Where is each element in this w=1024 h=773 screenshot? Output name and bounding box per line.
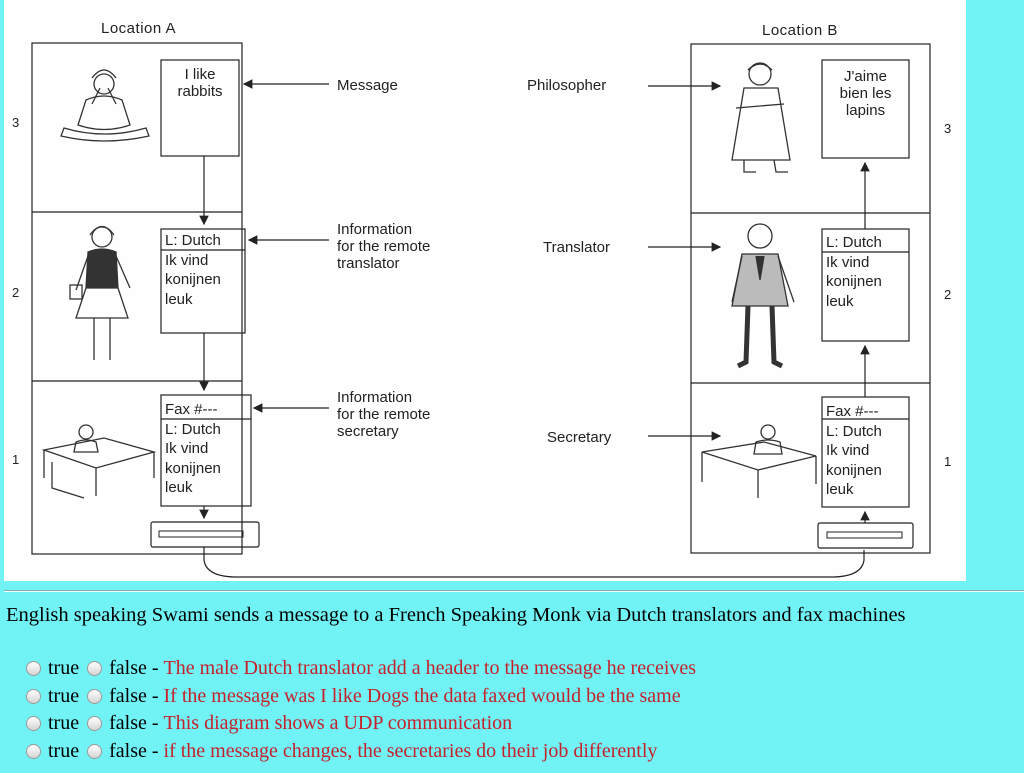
- right-layer-1: 1: [944, 454, 952, 469]
- left-secretary-box: Fax #--- L: Dutch Ik vind konijnen leuk: [165, 400, 221, 498]
- message-label: Message: [337, 77, 398, 94]
- right-translator-line: konijnen: [826, 273, 882, 290]
- left-translator-box: L: Dutch Ik vind konijnen leuk: [165, 231, 221, 309]
- woman-figure: [69, 225, 131, 360]
- statement-text: If the message was I like Dogs the data …: [163, 684, 681, 707]
- info-secretary-label: Information for the remote secretary: [337, 389, 431, 440]
- man-figure: [731, 223, 795, 369]
- false-label: false -: [109, 739, 159, 762]
- true-radio[interactable]: [26, 716, 41, 732]
- philosopher-label: Philosopher: [527, 77, 607, 94]
- true-label: true: [48, 684, 80, 707]
- true-false-options: true false - The male Dutch translator a…: [26, 655, 696, 765]
- option-row: true false - If the message was I like D…: [26, 683, 696, 711]
- left-lang-header: L: Dutch: [165, 420, 221, 438]
- left-message-line: I like: [184, 66, 216, 83]
- right-translator-header: L: Dutch: [826, 234, 882, 251]
- left-secretary-line: konijnen: [165, 459, 221, 477]
- location-b-title: Location B: [762, 22, 838, 39]
- right-translator-line: leuk: [826, 292, 854, 310]
- right-lang-header: L: Dutch: [826, 422, 882, 440]
- left-translator-line: konijnen: [165, 271, 221, 288]
- right-secretary-figure: [701, 424, 817, 498]
- right-message-line: lapins: [845, 102, 886, 119]
- option-row: true false - The male Dutch translator a…: [26, 655, 696, 683]
- left-layer-3: 3: [12, 115, 20, 130]
- left-fax-header: Fax #---: [165, 401, 218, 418]
- right-layer-2: 2: [944, 287, 952, 302]
- monk-figure: [731, 62, 791, 173]
- right-layer-3: 3: [944, 121, 952, 136]
- left-secretary-line: leuk: [165, 479, 193, 496]
- left-secretary-figure: [41, 424, 157, 499]
- statement-text: The male Dutch translator add a header t…: [163, 657, 697, 680]
- false-radio[interactable]: [87, 661, 103, 677]
- right-message-line: J'aime: [844, 68, 887, 85]
- option-row: true false - if the message changes, the…: [26, 738, 696, 766]
- left-secretary-line: Ik vind: [165, 440, 209, 457]
- false-radio[interactable]: [87, 743, 103, 759]
- info-translator-label: Information for the remote translator: [337, 221, 431, 272]
- left-layer-2: 2: [12, 285, 20, 300]
- question-text: English speaking Swami sends a message t…: [6, 604, 906, 626]
- right-secretary-box: Fax #--- L: Dutch Ik vind konijnen leuk: [826, 402, 882, 500]
- right-message-line: bien les: [839, 85, 892, 102]
- left-message-box: I like rabbits: [161, 66, 239, 100]
- false-label: false -: [109, 712, 159, 735]
- false-radio[interactable]: [87, 716, 103, 732]
- true-radio[interactable]: [26, 661, 41, 677]
- right-message-box: J'aime bien les lapins: [822, 68, 909, 119]
- true-radio[interactable]: [26, 743, 41, 759]
- true-radio[interactable]: [26, 688, 41, 704]
- right-secretary-line: leuk: [826, 481, 854, 498]
- left-translator-line: Ik vind: [165, 251, 209, 269]
- right-secretary-line: Ik vind: [826, 442, 870, 459]
- network-layers-diagram: Location A Location B Message Informatio…: [4, 0, 966, 581]
- right-translator-box: L: Dutch Ik vind konijnen leuk: [826, 233, 882, 311]
- left-layer-1: 1: [12, 452, 20, 467]
- left-translator-header: L: Dutch: [165, 232, 221, 249]
- diagram-lines: [31, 42, 931, 578]
- true-label: true: [48, 739, 80, 762]
- false-label: false -: [109, 657, 159, 680]
- horizontal-rule: [4, 590, 1024, 592]
- statement-text: if the message changes, the secretaries …: [163, 739, 658, 762]
- right-secretary-line: konijnen: [826, 461, 882, 479]
- secretary-label: Secretary: [547, 429, 612, 446]
- left-message-line: rabbits: [177, 83, 223, 100]
- true-label: true: [48, 657, 80, 680]
- translator-label: Translator: [543, 239, 610, 256]
- option-row: true false - This diagram shows a UDP co…: [26, 710, 696, 738]
- right-translator-line: Ik vind: [826, 253, 870, 271]
- statement-text: This diagram shows a UDP communication: [163, 712, 513, 735]
- false-radio[interactable]: [87, 688, 103, 704]
- left-translator-line: leuk: [165, 290, 193, 308]
- true-label: true: [48, 712, 80, 735]
- false-label: false -: [109, 684, 159, 707]
- swami-figure: [60, 69, 150, 142]
- right-fax-header: Fax #---: [826, 403, 879, 420]
- location-a-title: Location A: [101, 20, 177, 37]
